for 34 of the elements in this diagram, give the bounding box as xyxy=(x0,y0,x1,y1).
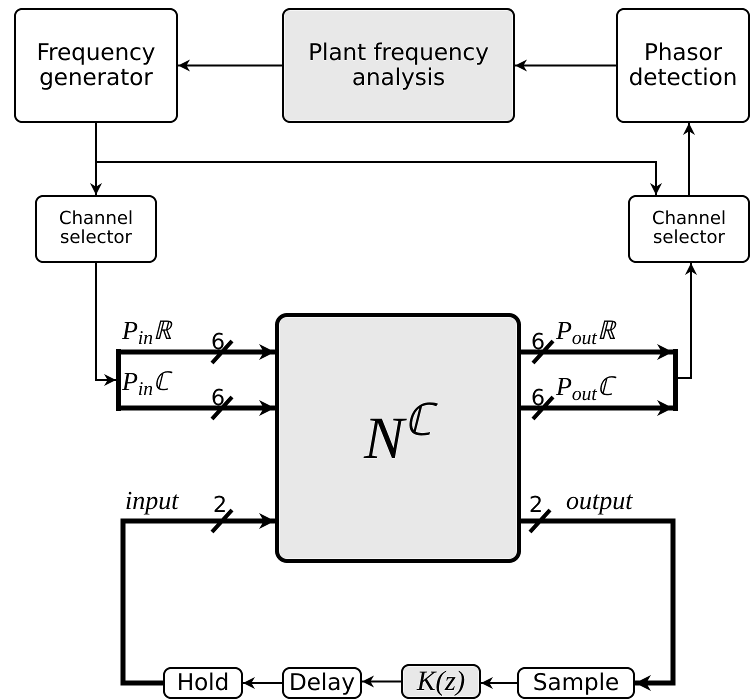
arrow xyxy=(521,344,673,360)
arrow xyxy=(178,60,282,72)
process-box: Delay xyxy=(282,667,362,699)
bus-width-label: 6 xyxy=(531,332,545,354)
arrow xyxy=(121,400,275,416)
bus-width-label: 6 xyxy=(211,388,225,410)
arrow xyxy=(243,677,282,689)
arrow xyxy=(683,123,695,195)
arrow xyxy=(521,518,676,691)
arrow xyxy=(678,263,697,379)
arrow xyxy=(121,344,275,360)
arrow xyxy=(521,400,673,416)
bus-bar xyxy=(116,349,121,411)
bus-width-label: 2 xyxy=(213,495,227,517)
process-box: Hold xyxy=(163,667,243,699)
arrow xyxy=(362,676,401,688)
process-box: Phasor detection xyxy=(616,8,750,123)
arrow xyxy=(481,677,517,689)
bus-width-label: 6 xyxy=(531,388,545,410)
bus-width-label: 2 xyxy=(529,495,543,517)
bus-bar xyxy=(673,349,678,411)
system-block: N$^{ℂ}$ xyxy=(275,313,521,563)
edge-label: P$_{in}$ℝ xyxy=(122,318,172,344)
process-box: Channel selector xyxy=(35,195,157,263)
arrow xyxy=(95,263,116,386)
process-box: Plant frequency analysis xyxy=(282,8,515,123)
process-box: Frequency generator xyxy=(14,8,178,123)
process-box: Channel selector xyxy=(628,195,750,263)
bus-width-label: 6 xyxy=(211,332,225,354)
arrow xyxy=(515,60,616,72)
process-box: K(z) xyxy=(401,664,481,699)
edge-label: P$_{out}$ℝ xyxy=(556,318,616,344)
arrow xyxy=(120,513,275,686)
process-box: Sample xyxy=(517,667,635,699)
